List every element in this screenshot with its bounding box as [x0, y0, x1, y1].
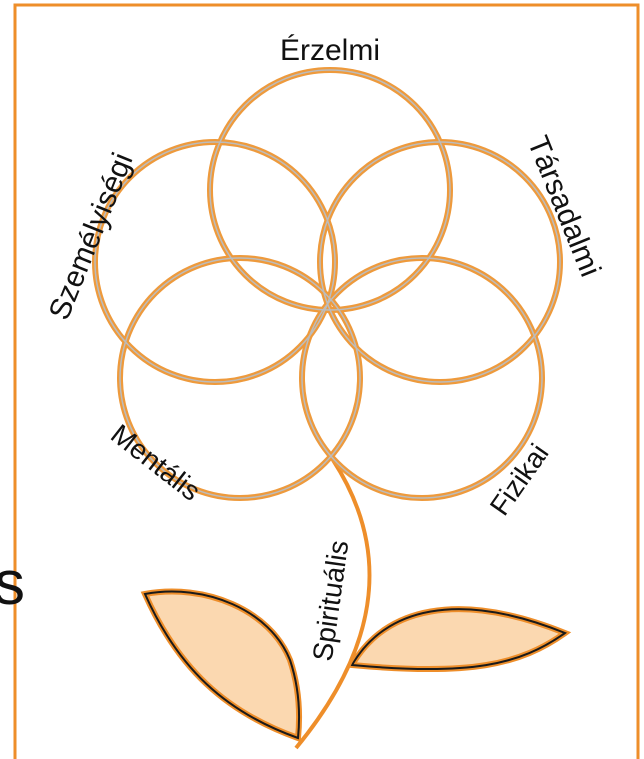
label-tarsadalmi: Társadalmi: [521, 131, 607, 281]
label-erzelmi: Érzelmi: [280, 34, 380, 67]
edge-text-fragment: s: [0, 549, 25, 618]
petal-circles: [95, 70, 560, 498]
left-leaf: [145, 592, 299, 738]
label-mentalis: Mentális: [105, 418, 206, 507]
right-leaf: [352, 609, 565, 669]
petal-circle-top: [210, 70, 450, 310]
label-spiritualis: Spirituális: [307, 538, 355, 663]
label-szemelyisegi: Személyiségi: [43, 148, 140, 324]
